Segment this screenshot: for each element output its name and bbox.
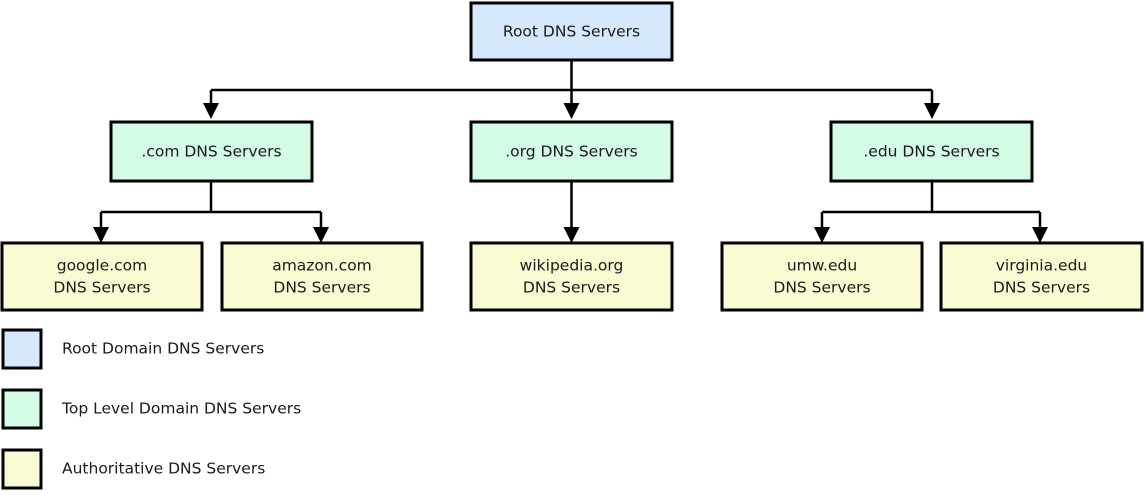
node-com-box — [109, 120, 314, 183]
node-umw-label-line1: umw.edu — [787, 257, 857, 275]
node-umw-box — [720, 241, 924, 312]
node-google-box — [0, 241, 204, 312]
node-virginia-label-line2: DNS Servers — [993, 279, 1090, 297]
connector-group-com-to-children — [93, 181, 329, 243]
node-root-dns-servers[interactable]: Root DNS Servers — [469, 1, 674, 62]
node-wikipedia-label-line1: wikipedia.org — [520, 257, 624, 275]
node-wikipedia-box — [469, 241, 674, 312]
arrowhead-root-to-org — [563, 103, 580, 119]
legend-label-root-domain: Root Domain DNS Servers — [62, 340, 264, 358]
legend-item-authoritative: Authoritative DNS Servers — [1, 448, 265, 490]
node-umw-label-line2: DNS Servers — [773, 279, 870, 297]
legend-item-root-domain: Root Domain DNS Servers — [1, 328, 264, 370]
node-edu-box — [829, 120, 1034, 183]
node-edu-dns-servers[interactable]: .edu DNS Servers — [829, 120, 1034, 183]
node-amazon-dns-servers[interactable]: amazon.com DNS Servers — [220, 241, 424, 312]
arrowhead-com-to-google — [93, 227, 109, 243]
node-google-dns-servers[interactable]: google.com DNS Servers — [0, 241, 204, 312]
legend-item-top-level-domain: Top Level Domain DNS Servers — [1, 388, 301, 430]
connector-group-root-to-tld — [203, 60, 940, 119]
node-umw-dns-servers[interactable]: umw.edu DNS Servers — [720, 241, 924, 312]
node-org-dns-servers[interactable]: .org DNS Servers — [469, 120, 674, 183]
legend-swatch-top-level-domain — [1, 388, 43, 430]
node-virginia-box — [939, 241, 1144, 312]
legend-swatch-root-domain — [1, 328, 43, 370]
arrowhead-edu-to-virginia — [1032, 227, 1048, 243]
node-amazon-label-line1: amazon.com — [272, 257, 372, 275]
arrowhead-root-to-com — [203, 103, 219, 119]
node-root-box — [469, 1, 674, 62]
node-com-dns-servers[interactable]: .com DNS Servers — [109, 120, 314, 183]
node-wikipedia-dns-servers[interactable]: wikipedia.org DNS Servers — [469, 241, 674, 312]
node-root-label: Root DNS Servers — [503, 23, 640, 41]
node-virginia-label-line1: virginia.edu — [996, 257, 1087, 275]
node-edu-label: .edu DNS Servers — [863, 143, 999, 161]
arrowhead-edu-to-umw — [814, 227, 830, 243]
node-wikipedia-label-line2: DNS Servers — [523, 279, 620, 297]
connector-group-org-to-children — [563, 181, 580, 243]
node-virginia-dns-servers[interactable]: virginia.edu DNS Servers — [939, 241, 1144, 312]
legend-label-authoritative: Authoritative DNS Servers — [62, 460, 265, 478]
legend-label-top-level-domain: Top Level Domain DNS Servers — [61, 400, 301, 418]
node-org-label: .org DNS Servers — [505, 143, 637, 161]
node-amazon-box — [220, 241, 424, 312]
arrowhead-com-to-amazon — [313, 227, 329, 243]
node-amazon-label-line2: DNS Servers — [273, 279, 370, 297]
arrowhead-root-to-edu — [924, 103, 940, 119]
legend: Root Domain DNS Servers Top Level Domain… — [1, 328, 301, 490]
connector-group-edu-to-children — [814, 181, 1048, 243]
legend-swatch-authoritative — [1, 448, 43, 490]
node-google-label-line1: google.com — [57, 257, 148, 275]
arrowhead-org-to-wikipedia — [563, 227, 580, 243]
node-com-label: .com DNS Servers — [141, 143, 281, 161]
node-org-box — [469, 120, 674, 183]
node-google-label-line2: DNS Servers — [53, 279, 150, 297]
